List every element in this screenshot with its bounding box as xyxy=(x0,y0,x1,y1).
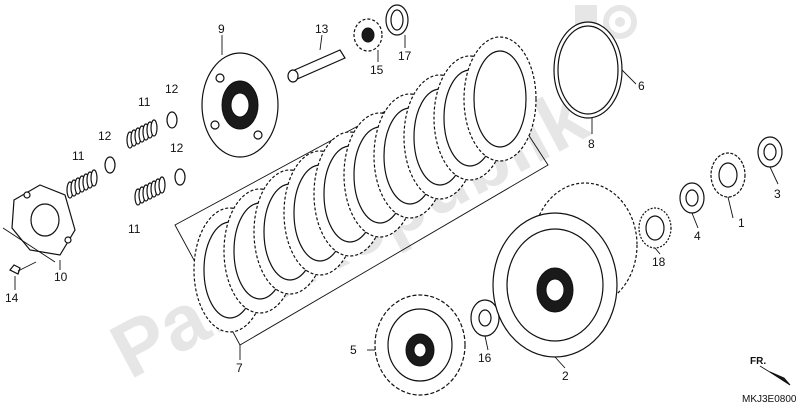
part-pressure-plate xyxy=(201,52,279,158)
label-11-b: 11 xyxy=(72,149,85,163)
label-2: 2 xyxy=(562,369,569,383)
diagram-code: MKJ3E0800 xyxy=(742,394,797,405)
label-16: 16 xyxy=(478,351,492,365)
label-14: 14 xyxy=(5,291,19,305)
label-5: 5 xyxy=(350,343,357,357)
label-11-a: 11 xyxy=(138,95,151,109)
label-13: 13 xyxy=(315,22,329,36)
label-4: 4 xyxy=(694,229,701,243)
label-12-b: 12 xyxy=(98,129,112,143)
label-12-c: 12 xyxy=(170,141,184,155)
watermark-logo-icon xyxy=(575,5,637,39)
label-15: 15 xyxy=(370,63,384,77)
part-lifter-rod xyxy=(287,49,346,83)
clutch-springs xyxy=(66,119,166,206)
part-washer-17 xyxy=(385,4,409,36)
label-10: 10 xyxy=(54,270,68,284)
clutch-plate xyxy=(473,50,527,148)
part-drive-gear xyxy=(710,152,746,198)
label-17: 17 xyxy=(398,49,412,63)
leader-lines xyxy=(2,34,779,369)
label-12-a: 12 xyxy=(165,82,179,96)
label-1: 1 xyxy=(738,216,745,230)
spring-icon xyxy=(134,176,166,206)
spring-icon xyxy=(66,169,98,199)
label-8: 8 xyxy=(588,137,595,151)
part-clutch-center xyxy=(374,294,466,396)
callout-labels: 1 2 3 4 5 6 7 8 9 10 11 11 11 12 12 12 1… xyxy=(5,22,781,383)
label-3: 3 xyxy=(774,187,781,201)
label-11-c: 11 xyxy=(128,222,141,236)
part-collar xyxy=(679,182,705,214)
label-18: 18 xyxy=(652,255,666,269)
part-clutch-outer xyxy=(492,182,638,358)
label-9: 9 xyxy=(218,22,225,36)
label-7: 7 xyxy=(236,361,243,375)
part-washers xyxy=(104,111,186,186)
part-needle-bearing xyxy=(638,207,672,249)
part-gear-nut xyxy=(353,18,383,52)
part-bolt xyxy=(9,261,37,275)
spring-icon xyxy=(126,119,158,149)
part-thrust-washer xyxy=(470,299,500,337)
clutch-plate-stack xyxy=(193,36,537,333)
part-cover-plate xyxy=(11,184,76,256)
label-6: 6 xyxy=(638,79,645,93)
front-direction-arrow-icon xyxy=(759,365,791,386)
front-direction-label: FR. xyxy=(750,356,766,367)
part-bushing xyxy=(757,136,783,168)
part-spring-rings xyxy=(553,21,623,119)
